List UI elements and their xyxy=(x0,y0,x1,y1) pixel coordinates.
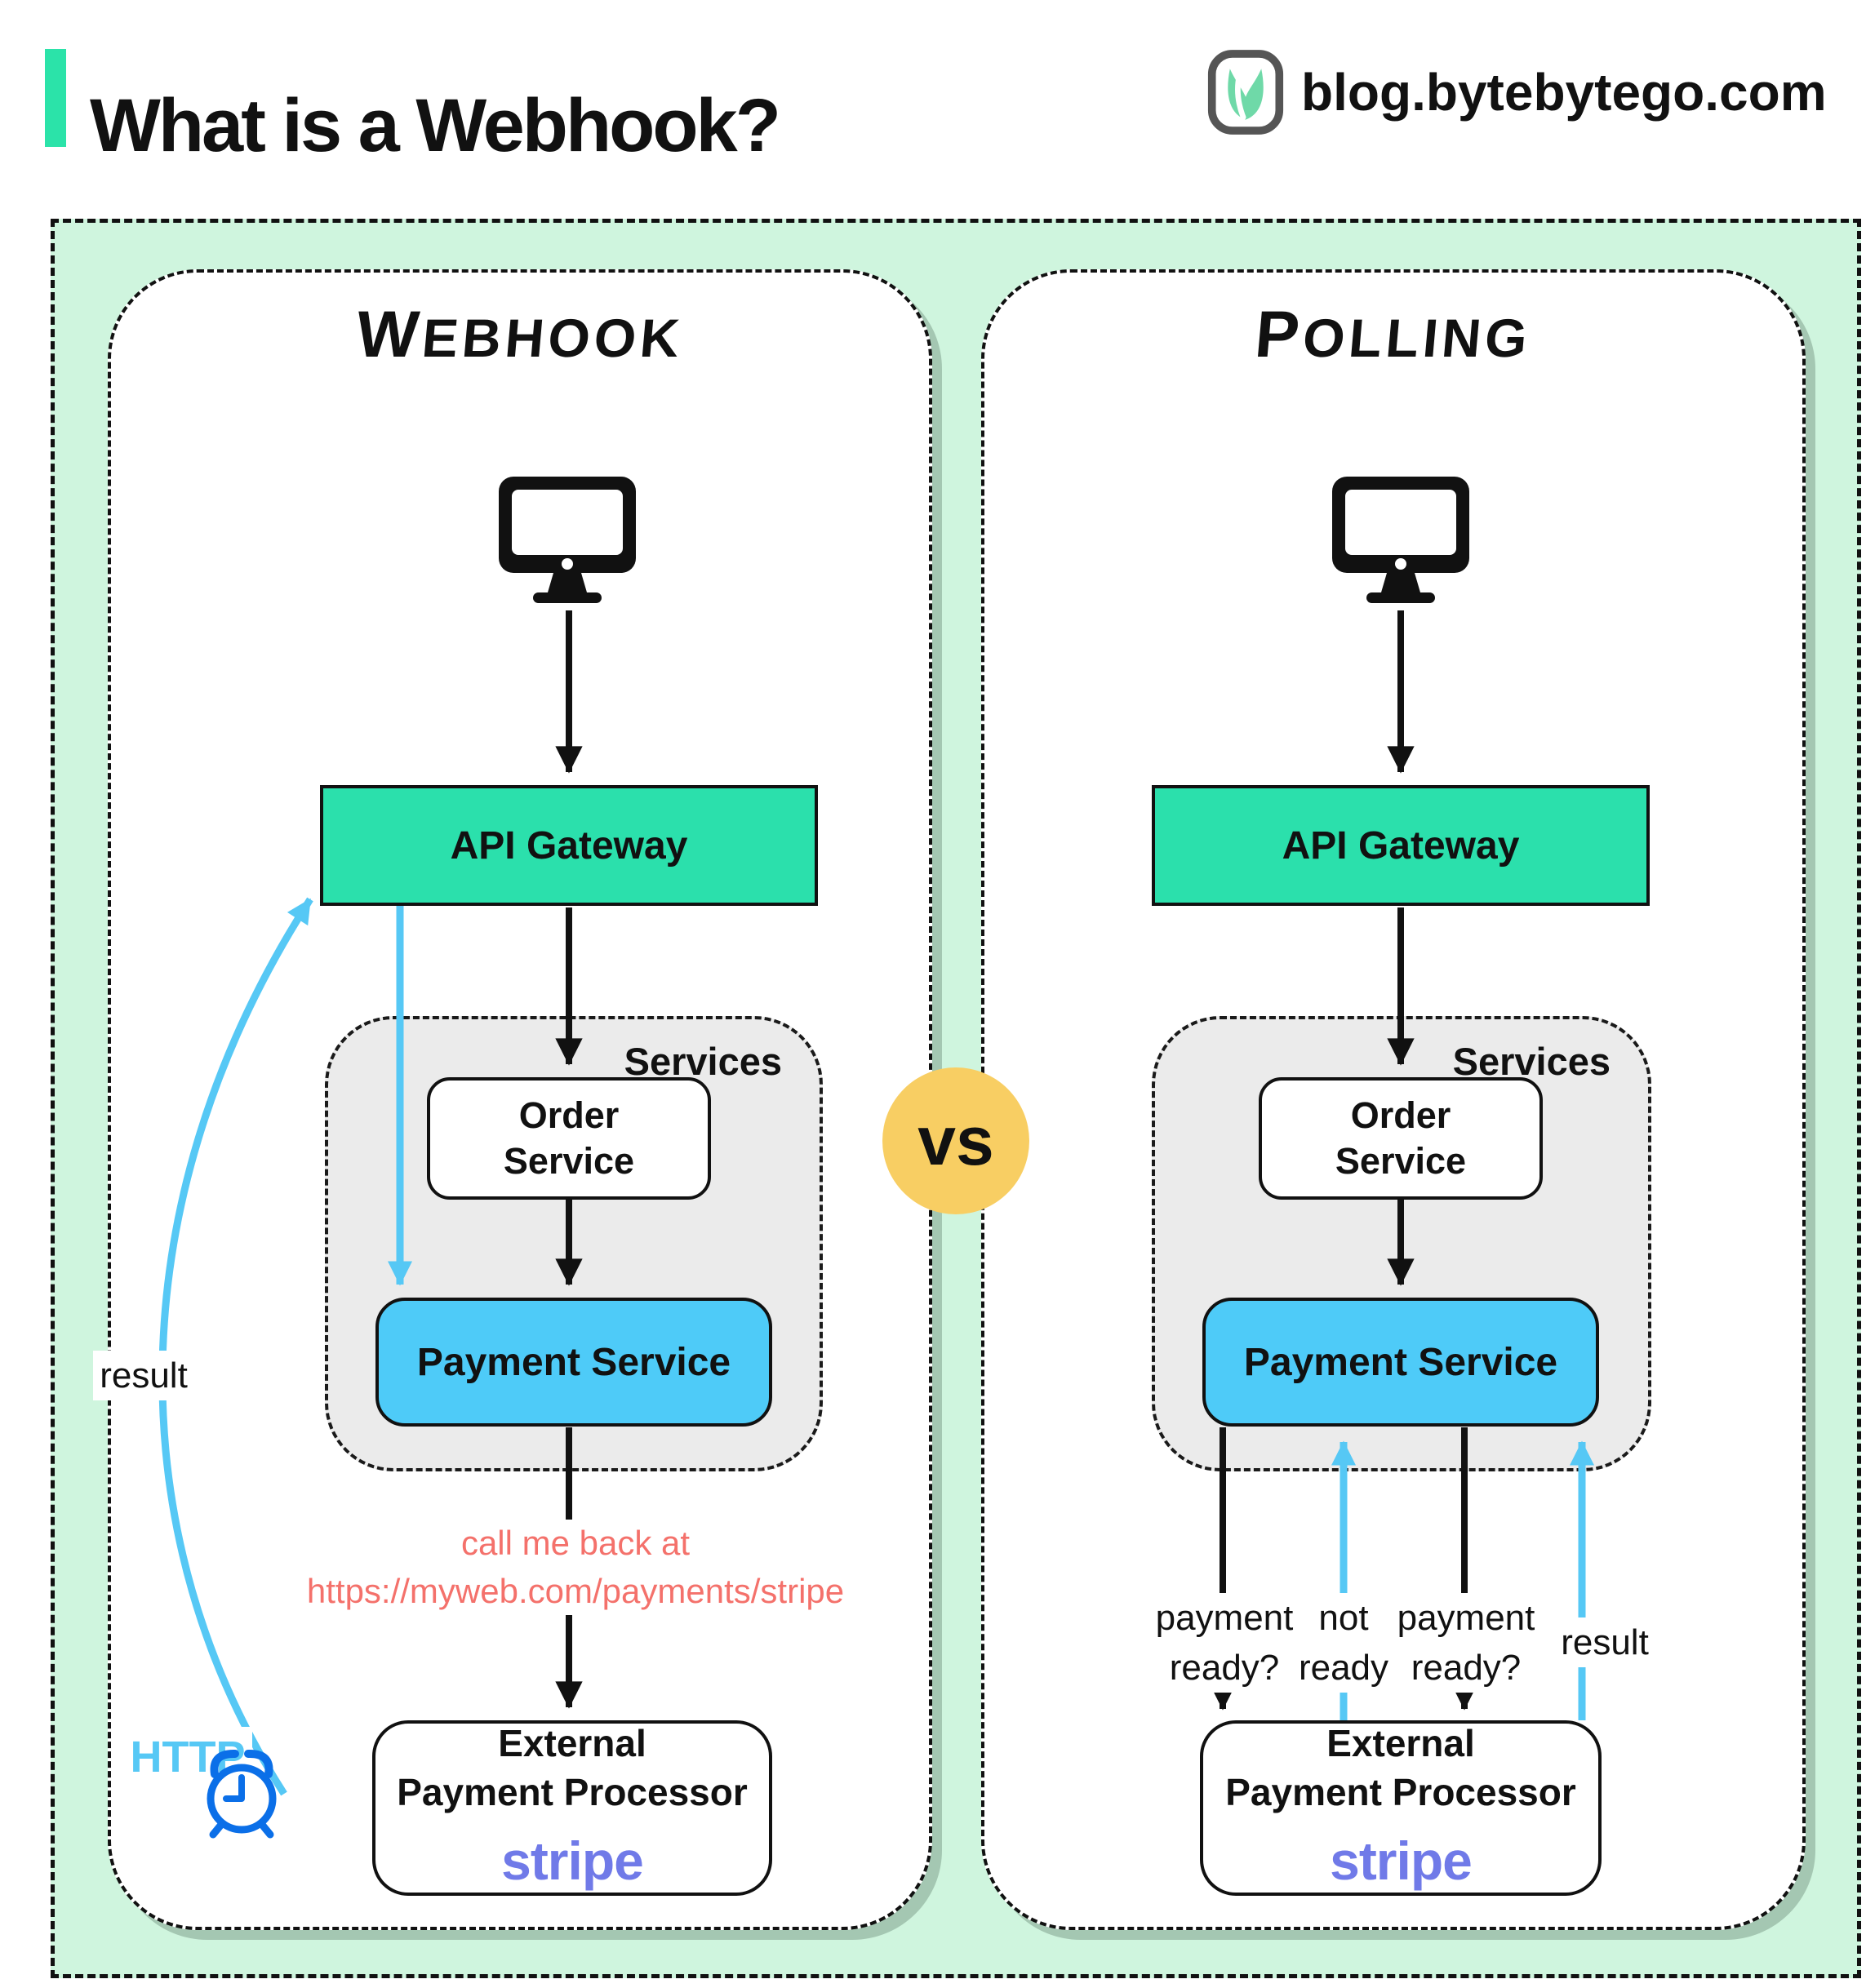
site-name: blog.bytebytego.com xyxy=(1301,63,1827,122)
polling-order-service-line2: Service xyxy=(1335,1140,1467,1182)
polling-api-gateway-label: API Gateway xyxy=(1282,823,1520,868)
alarm-clock-icon xyxy=(207,1749,277,1839)
webhook-order-service-line2: Service xyxy=(503,1140,635,1182)
polling-order-service-line1: Order xyxy=(1350,1094,1451,1136)
webhook-processor-line2: Payment Processor xyxy=(397,1770,748,1813)
polling-request2-label: payment ready? xyxy=(1383,1593,1549,1693)
polling-payment-service-label: Payment Service xyxy=(1243,1340,1558,1384)
title-accent-bar xyxy=(45,49,66,147)
webhook-external-processor-box: External Payment Processor stripe xyxy=(372,1720,772,1896)
webhook-client-area xyxy=(494,473,641,612)
polling-services-label: Services xyxy=(1452,1040,1611,1083)
stripe-logo-text: stripe xyxy=(501,1830,644,1892)
callback-line1: call me back at xyxy=(454,1520,697,1568)
polling-result-label: result xyxy=(1531,1617,1678,1668)
webhook-api-gateway-label: API Gateway xyxy=(450,823,688,868)
webhook-api-gateway-box: API Gateway xyxy=(320,785,818,906)
webhook-order-service-box: Order Service xyxy=(427,1077,711,1200)
vs-badge: vs xyxy=(882,1067,1029,1214)
polling-processor-line1: External xyxy=(1326,1721,1475,1764)
callback-line2: https://myweb.com/payments/stripe xyxy=(300,1567,851,1616)
monitor-icon xyxy=(1332,477,1469,603)
monitor-icon xyxy=(499,477,636,603)
polling-payment-service-box: Payment Service xyxy=(1202,1298,1599,1427)
webhook-services-label: Services xyxy=(624,1040,782,1083)
bytebytego-logo-icon xyxy=(1207,50,1284,135)
page-title: What is a Webhook? xyxy=(90,83,781,167)
stripe-logo-text: stripe xyxy=(1330,1830,1473,1892)
site-badge: blog.bytebytego.com xyxy=(1206,47,1827,137)
webhook-payment-service-box: Payment Service xyxy=(375,1298,772,1427)
vs-label: vs xyxy=(917,1102,994,1179)
webhook-timer-area xyxy=(193,1743,291,1845)
polling-client-area xyxy=(1327,473,1474,612)
polling-external-processor-box: External Payment Processor stripe xyxy=(1200,1720,1602,1896)
webhook-payment-service-label: Payment Service xyxy=(416,1340,731,1384)
webhook-callback-label: call me back at https://myweb.com/paymen… xyxy=(208,1520,943,1616)
polling-processor-line2: Payment Processor xyxy=(1225,1770,1576,1813)
webhook-order-service-line1: Order xyxy=(518,1094,620,1136)
polling-api-gateway-box: API Gateway xyxy=(1152,785,1650,906)
polling-order-service-box: Order Service xyxy=(1259,1077,1543,1200)
webhook-processor-line1: External xyxy=(498,1721,646,1764)
webhook-result-label: result xyxy=(70,1351,217,1401)
webhook-panel-title: Webhook xyxy=(353,298,686,371)
polling-panel-title: Polling xyxy=(1252,298,1534,371)
